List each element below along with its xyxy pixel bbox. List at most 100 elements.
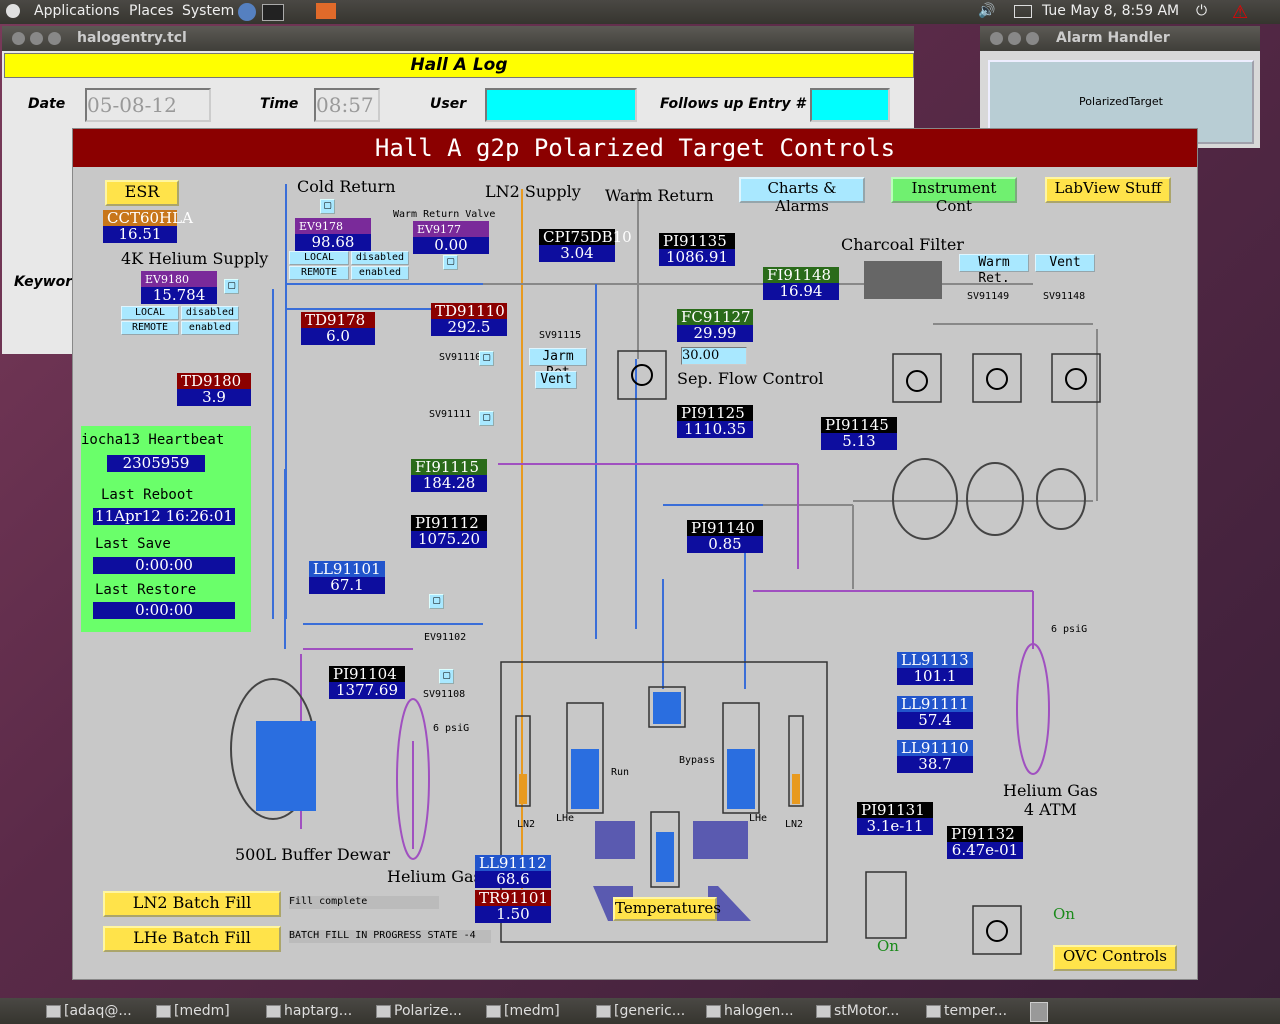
instrument-cont-button[interactable]: Instrument Cont xyxy=(891,177,1017,215)
ev9180-disabled-button[interactable]: disabled xyxy=(181,306,239,320)
last-save-label: Last Save xyxy=(95,536,171,552)
ln2-batch-fill-button[interactable]: LN2 Batch Fill xyxy=(103,891,281,917)
ev9178-disabled-button[interactable]: disabled xyxy=(351,251,409,265)
alarm-titlebar[interactable]: Alarm Handler xyxy=(980,26,1260,51)
pv-label: PI91135 xyxy=(659,233,735,250)
system-menu[interactable]: System xyxy=(182,3,235,19)
date-field[interactable]: 05-08-12 xyxy=(85,88,211,122)
pv-label: PI91132 xyxy=(947,826,1023,843)
related-display-icon[interactable]: ▢ xyxy=(479,411,494,426)
user-label: User xyxy=(430,96,467,112)
ev9178-local-button[interactable]: LOCAL xyxy=(289,251,349,265)
ev9180-remote-button[interactable]: REMOTE xyxy=(121,321,179,335)
pv-label: TD9178 xyxy=(301,312,375,329)
taskbar-item[interactable]: stMotor... xyxy=(814,1001,899,1021)
warm-ret-button[interactable]: Warm Ret. xyxy=(959,254,1029,286)
pv-label: PI91131 xyxy=(857,802,933,819)
helium-supply-label: 4K Helium Supply xyxy=(121,249,269,268)
taskbar-item[interactable]: [generic... xyxy=(594,1001,685,1021)
keyword-label: Keyword xyxy=(14,274,83,290)
temperatures-button[interactable]: Temperatures xyxy=(613,897,721,921)
pv-value: 1.50 xyxy=(475,906,551,923)
date-label: Date xyxy=(28,96,66,112)
pv-value: 38.7 xyxy=(897,756,973,773)
related-display-icon[interactable]: ▢ xyxy=(443,255,458,270)
ubuntu-logo-icon[interactable] xyxy=(6,4,20,18)
pv-label: CPI75DB10 xyxy=(539,229,632,246)
taskbar-item[interactable]: haptarg... xyxy=(264,1001,352,1021)
places-menu[interactable]: Places xyxy=(129,3,174,19)
applications-menu[interactable]: Applications xyxy=(34,3,120,19)
vent-button[interactable]: Vent xyxy=(1035,254,1095,272)
cold-return-label: Cold Return xyxy=(297,177,396,196)
vent2-button[interactable]: Vent xyxy=(535,371,577,389)
alarm-window: Alarm Handler PolarizedTarget xyxy=(980,26,1260,148)
maximize-icon[interactable] xyxy=(1026,32,1039,45)
pv-value: 1075.20 xyxy=(411,531,487,548)
terminal-icon[interactable] xyxy=(262,4,284,21)
close-icon[interactable] xyxy=(990,32,1003,45)
related-display-icon[interactable]: ▢ xyxy=(439,669,454,684)
ev9178-remote-button[interactable]: REMOTE xyxy=(289,266,349,280)
related-display-icon[interactable]: ▢ xyxy=(224,279,239,294)
related-display-icon[interactable]: ▢ xyxy=(320,199,335,214)
minimize-icon[interactable] xyxy=(30,32,43,45)
related-display-icon[interactable]: ▢ xyxy=(479,351,494,366)
taskbar-item[interactable]: halogen... xyxy=(704,1001,794,1021)
maximize-icon[interactable] xyxy=(48,32,61,45)
ev9180-enabled-button[interactable]: enabled xyxy=(181,321,239,335)
main-title: Hall A g2p Polarized Target Controls xyxy=(73,129,1197,167)
charts-alarms-button[interactable]: Charts & Alarms xyxy=(739,177,865,215)
labview-stuff-button[interactable]: LabView Stuff xyxy=(1045,177,1171,203)
pv-value: 0.00 xyxy=(413,237,489,254)
jarm-ret-button[interactable]: Jarm Ret xyxy=(529,348,587,380)
sv91115-label: SV91115 xyxy=(539,330,582,341)
lhe-batch-fill-button[interactable]: LHe Batch Fill xyxy=(103,926,281,952)
clock[interactable]: Tue May 8, 8:59 AM xyxy=(1042,3,1180,19)
esr-button[interactable]: ESR xyxy=(105,180,179,206)
window-title: halogentry.tcl xyxy=(77,30,187,46)
browser-icon[interactable] xyxy=(238,3,256,21)
time-field[interactable]: 08:57 xyxy=(314,88,380,122)
charcoal-filter-label: Charcoal Filter xyxy=(841,235,964,254)
bypass-label: Bypass xyxy=(679,755,716,766)
volume-icon[interactable]: 🔊 xyxy=(978,3,996,19)
pv-label: FC91127 xyxy=(677,309,753,326)
ev9180-local-button[interactable]: LOCAL xyxy=(121,306,179,320)
pv-value: 98.68 xyxy=(295,234,371,251)
related-display-icon[interactable]: ▢ xyxy=(429,594,444,609)
ln2-b-label: LN2 xyxy=(785,819,804,830)
sep-flow-setpoint[interactable]: 30.00 xyxy=(681,347,747,365)
folder-icon[interactable] xyxy=(316,3,336,19)
pv-value: 5.13 xyxy=(821,433,897,450)
pv-label: PI91112 xyxy=(411,515,487,532)
user-field[interactable] xyxy=(485,88,637,122)
ovc-controls-button[interactable]: OVC Controls xyxy=(1053,945,1177,971)
follows-field[interactable] xyxy=(810,88,890,122)
trash-icon[interactable] xyxy=(1030,1002,1048,1022)
power-icon[interactable]: ⏻ xyxy=(1196,3,1208,19)
ev9178-enabled-button[interactable]: enabled xyxy=(351,266,409,280)
pv-label: FI91115 xyxy=(411,459,487,476)
halog-titlebar[interactable]: halogentry.tcl xyxy=(2,26,914,51)
mail-icon[interactable] xyxy=(1014,5,1032,18)
pv-value: 16.51 xyxy=(103,226,177,243)
alert-icon[interactable]: ⚠ xyxy=(1232,2,1249,23)
taskbar-item[interactable]: [medm] xyxy=(154,1001,230,1021)
follows-label: Follows up Entry # xyxy=(660,96,806,112)
lhe-b-label: LHe xyxy=(749,813,768,824)
taskbar-item[interactable]: [medm] xyxy=(484,1001,560,1021)
psig3-label: 6 psiG xyxy=(1051,624,1088,635)
hall-a-log-banner: Hall A Log xyxy=(4,53,914,78)
pv-value: 101.1 xyxy=(897,668,973,685)
taskbar-item[interactable]: Polarize... xyxy=(374,1001,462,1021)
minimize-icon[interactable] xyxy=(1008,32,1021,45)
last-restore-value: 0:00:00 xyxy=(93,602,235,619)
pv-value: 184.28 xyxy=(411,475,487,492)
ev91102-label: EV91102 xyxy=(424,632,467,643)
taskbar-item[interactable]: [adaq@... xyxy=(44,1001,132,1021)
taskbar-item[interactable]: temper... xyxy=(924,1001,1007,1021)
close-icon[interactable] xyxy=(12,32,25,45)
sv91148-label: SV91148 xyxy=(1043,291,1086,302)
batch-state-status: BATCH FILL IN PROGRESS STATE -4 xyxy=(289,930,491,943)
